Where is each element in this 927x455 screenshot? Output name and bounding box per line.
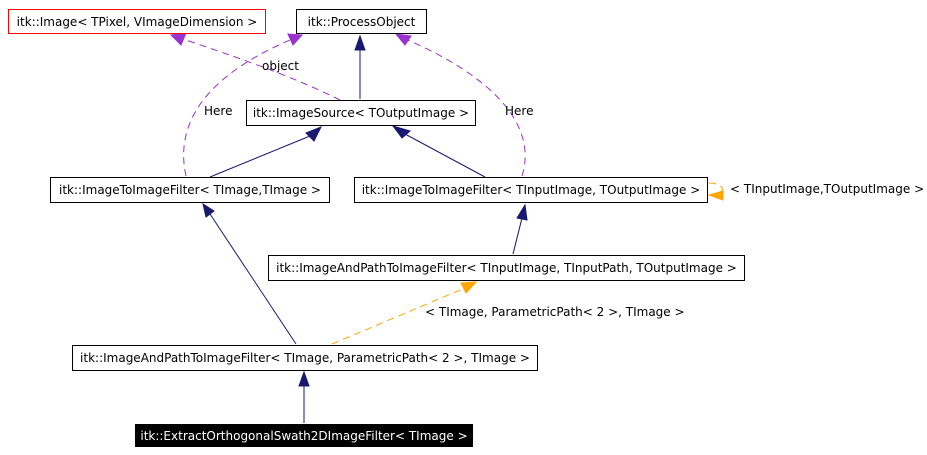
arrowhead-imagesource-from-i2i-io xyxy=(391,125,412,139)
edge-label-object: object xyxy=(262,59,299,73)
edge-template-param xyxy=(331,287,466,345)
edge-usage-here-right xyxy=(407,39,526,177)
arrowhead-template-self xyxy=(707,190,724,201)
arrowhead-ap2i-param-from-extract xyxy=(298,370,310,387)
edge-ap2i-generic-to-i2i-io xyxy=(512,217,523,255)
edge-ap2i-param-to-i2i-timage xyxy=(209,213,297,345)
edge-label-param-template: < TImage, ParametricPath< 2 >, TImage > xyxy=(425,305,685,319)
arrowhead-processobject-from-imagesource xyxy=(354,34,366,51)
node-image-to-image-filter-input-output[interactable]: itk::ImageToImageFilter< TInputImage, TO… xyxy=(354,177,708,203)
node-image-and-path-to-image-filter-parametric[interactable]: itk::ImageAndPathToImageFilter< TImage, … xyxy=(72,345,538,371)
arrowhead-image-from-object xyxy=(169,32,187,46)
arrowhead-i2i-io-from-ap2i-generic xyxy=(516,203,528,221)
edge-usage-object xyxy=(179,37,341,101)
arrowhead-processobject-from-here-right xyxy=(394,33,412,46)
edge-label-here-left: Here xyxy=(204,104,233,118)
arrowhead-processobject-from-here-left xyxy=(287,33,304,46)
edge-usage-here-left xyxy=(183,39,291,177)
node-image-to-image-filter-timage[interactable]: itk::ImageToImageFilter< TImage,TImage > xyxy=(50,177,330,203)
node-itk-image[interactable]: itk::Image< TPixel, VImageDimension > xyxy=(8,9,266,34)
node-process-object[interactable]: itk::ProcessObject xyxy=(296,9,427,34)
arrowhead-i2i-timage-from-ap2i-param xyxy=(202,202,215,218)
edge-label-self-template: < TInputImage,TOutputImage > xyxy=(730,182,925,196)
edge-i2i-io-to-imagesource xyxy=(404,133,486,178)
node-extract-orthogonal-swath-filter[interactable]: itk::ExtractOrthogonalSwath2DImageFilter… xyxy=(135,424,473,447)
node-image-source[interactable]: itk::ImageSource< TOutputImage > xyxy=(246,100,476,126)
edge-i2i-timage-to-imagesource xyxy=(209,135,311,178)
arrowhead-ap2i-generic-from-param xyxy=(460,281,478,294)
node-image-and-path-to-image-filter-generic[interactable]: itk::ImageAndPathToImageFilter< TInputIm… xyxy=(268,255,745,281)
edge-label-here-right: Here xyxy=(505,104,534,118)
arrowhead-imagesource-from-i2i-timage xyxy=(305,126,323,142)
